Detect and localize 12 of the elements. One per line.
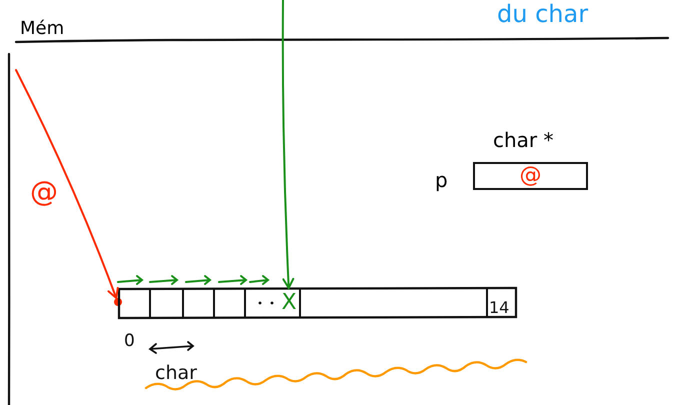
- element-size-label: char: [155, 364, 197, 383]
- address-value: @: [520, 165, 542, 187]
- variable-name: p: [435, 170, 448, 190]
- arrow: [282, 0, 294, 289]
- edge-label: @: [30, 178, 58, 206]
- cell-mark: X: [281, 292, 297, 314]
- memory-area-title: du char: [497, 2, 588, 26]
- type-label: char *: [493, 130, 554, 150]
- region-heading: Mém: [20, 20, 64, 38]
- index-label: 0: [124, 333, 135, 350]
- arrow: [15, 69, 119, 299]
- index-label: 14: [489, 300, 510, 316]
